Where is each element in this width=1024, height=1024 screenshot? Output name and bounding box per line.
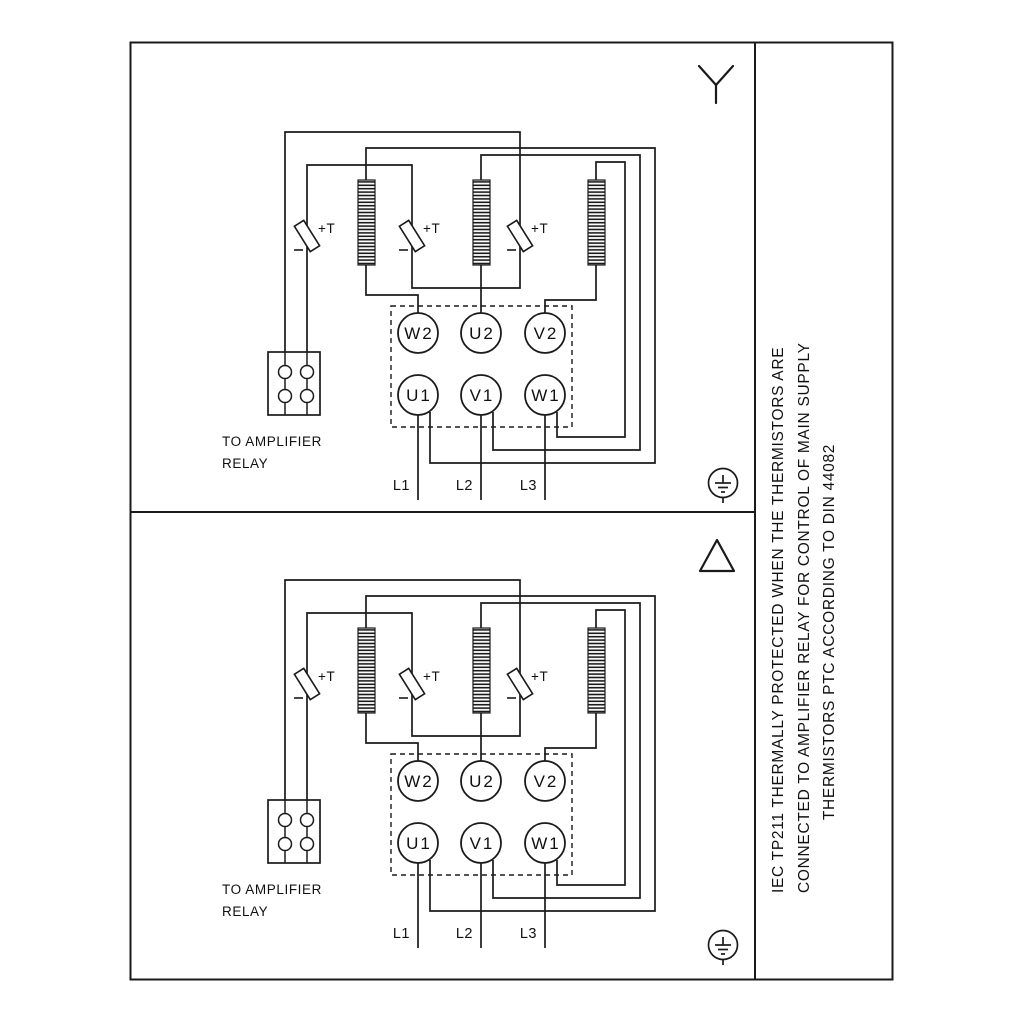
panel-delta <box>221 579 656 949</box>
earth-ground-icon-top <box>707 467 739 504</box>
frame <box>129 41 894 981</box>
star-wye-icon <box>697 64 735 105</box>
side-note-line-1: IEC TP211 THERMALLY PROTECTED WHEN THE T… <box>770 346 787 893</box>
side-note-line-3: THERMISTORS PTC ACCORDING TO DIN 44082 <box>821 443 838 821</box>
delta-icon <box>698 538 736 573</box>
earth-ground-icon-bottom <box>707 929 739 966</box>
panel-star <box>221 131 656 501</box>
side-note: IEC TP211 THERMALLY PROTECTED WHEN THE T… <box>766 342 843 893</box>
side-note-line-2: CONNECTED TO AMPLIFIER RELAY FOR CONTROL… <box>795 342 813 893</box>
